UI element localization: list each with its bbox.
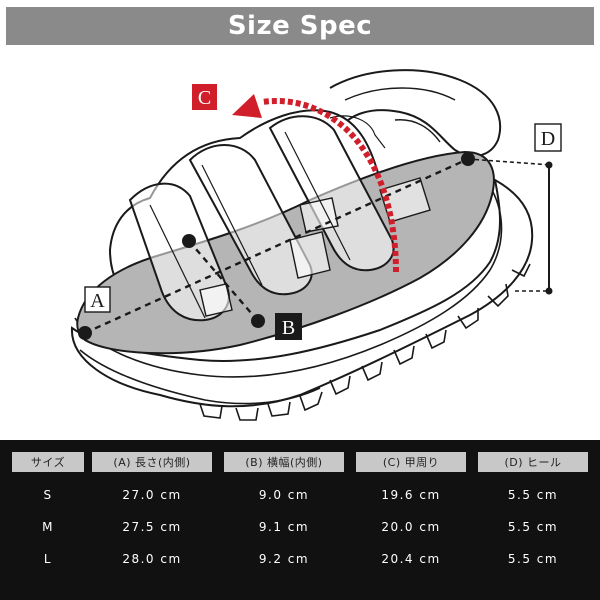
label-c: C (198, 87, 211, 109)
measure-point-b-end (251, 314, 265, 328)
table-cell: S (43, 488, 53, 502)
sandal-strap-buckle (199, 177, 431, 317)
label-d-box: D (534, 123, 562, 152)
measure-point-d-top (545, 161, 553, 169)
measure-point-a-start (78, 326, 92, 340)
table-cell: 5.5 cm (507, 488, 559, 502)
table-cell: M (42, 520, 54, 534)
measure-guide-d-top (467, 158, 553, 166)
table-cell: 9.1 cm (258, 520, 310, 534)
page-title: Size Spec (227, 11, 373, 41)
header-width: (B) 横幅(内側) (224, 452, 344, 472)
label-b-box: B (275, 313, 302, 340)
table-cell: 20.4 cm (381, 552, 441, 566)
size-spec-table: サイズ (A) 長さ(内側) (B) 横幅(内側) (C) 甲周り (D) ヒー… (0, 440, 600, 600)
sandal-strap-detail (149, 115, 386, 319)
sandal-midsole (74, 189, 503, 378)
sandal-heel-strap-inner (344, 87, 456, 143)
sandal-diagram: A B C D (70, 69, 562, 421)
table-cell: 5.5 cm (507, 520, 559, 534)
sandal-outsole-tread (79, 263, 531, 421)
measure-line-a (84, 157, 469, 335)
table-cell: 5.5 cm (507, 552, 559, 566)
header-heel: (D) ヒール (478, 452, 588, 472)
table-cell: 19.6 cm (381, 488, 441, 502)
measure-line-b (188, 240, 259, 322)
header-length: (A) 長さ(内側) (92, 452, 212, 472)
table-cell: 9.2 cm (258, 552, 310, 566)
header-instep: (C) 甲周り (356, 452, 466, 472)
sandal-outsole (70, 178, 534, 408)
title-bar: Size Spec (6, 7, 594, 45)
table-cell: 28.0 cm (122, 552, 182, 566)
label-b: B (282, 317, 295, 339)
measure-point-b-start (182, 234, 196, 248)
sandal-rear-strap (268, 115, 395, 272)
table-cell: 20.0 cm (381, 520, 441, 534)
label-a: A (90, 290, 105, 312)
label-d: D (541, 128, 555, 150)
sandal-middle-strap (188, 144, 313, 296)
measure-arrow-c (232, 94, 262, 118)
header-size: サイズ (12, 452, 84, 472)
label-c-box: C (192, 84, 217, 110)
table-cell: 27.0 cm (122, 488, 182, 502)
table-cell: 27.5 cm (122, 520, 182, 534)
measure-point-d-bottom (545, 287, 553, 295)
label-a-box: A (84, 286, 111, 313)
table-cell: 9.0 cm (258, 488, 310, 502)
table-cell: L (43, 552, 53, 566)
